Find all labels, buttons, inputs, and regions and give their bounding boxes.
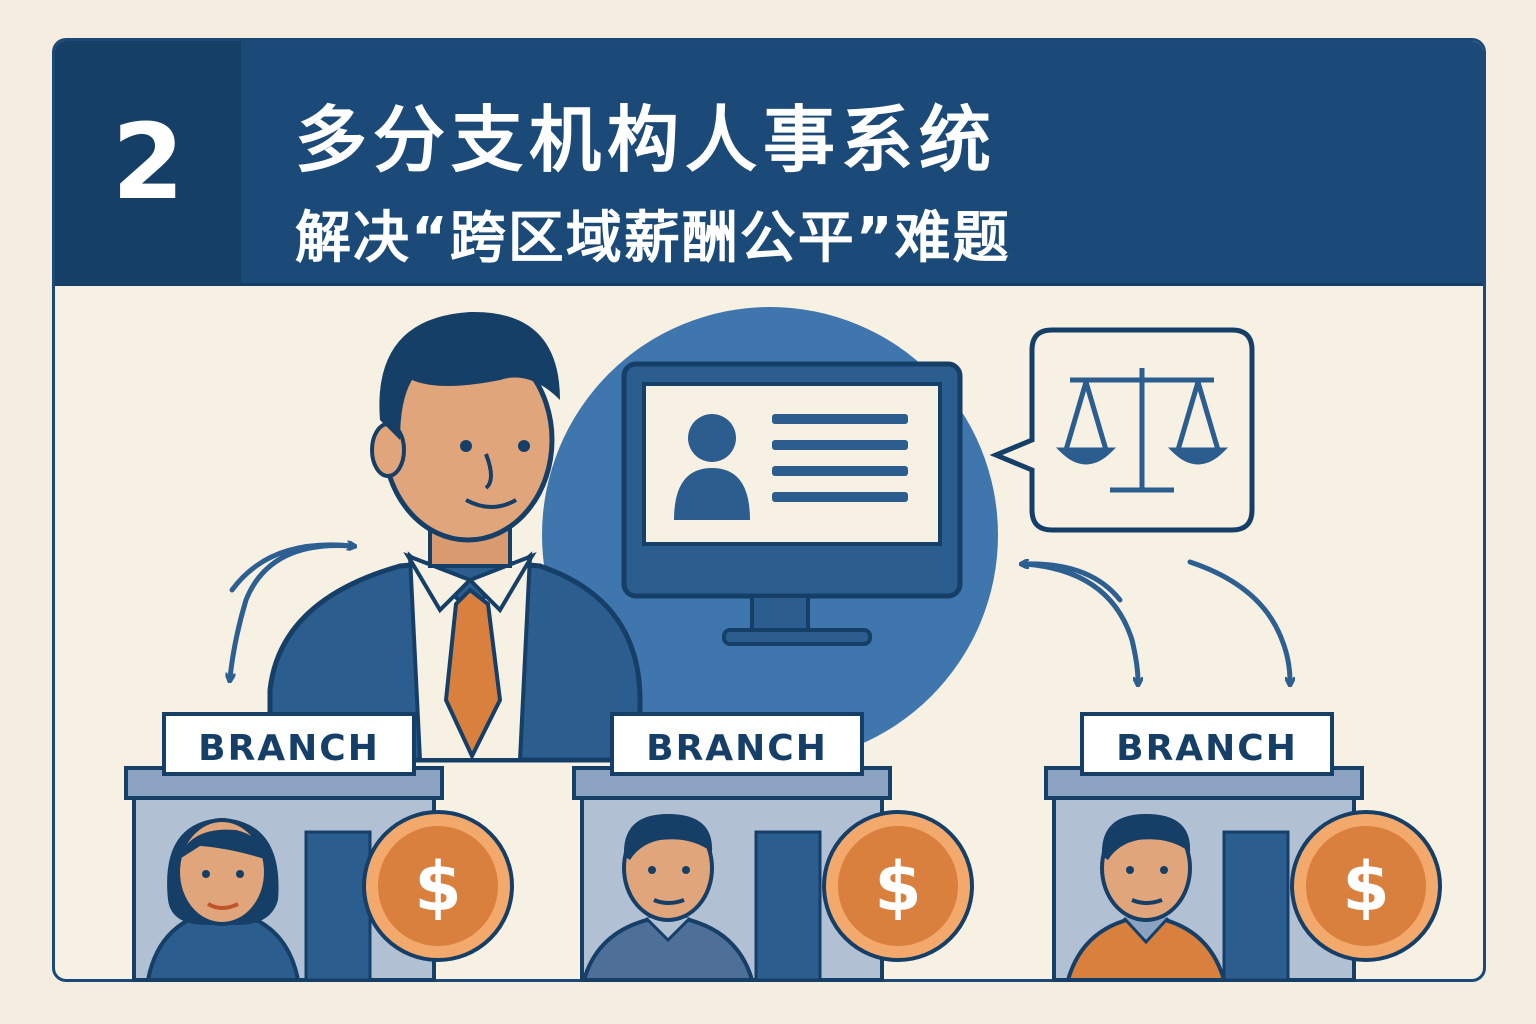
arrow-icon — [1021, 561, 1138, 682]
currency-symbol: $ — [874, 848, 921, 927]
branch-sign-label: BRANCH — [198, 728, 380, 769]
currency-symbol: $ — [414, 848, 461, 927]
balance-scale-icon — [1055, 368, 1229, 493]
branch-sign — [610, 712, 864, 776]
branch-3: BRANCH $ — [1044, 712, 1442, 982]
step-number: 2 — [111, 101, 185, 223]
step-number-box: 2 — [55, 41, 241, 283]
branch-sign — [162, 712, 416, 776]
branch-sign — [1080, 712, 1334, 776]
title-line-1: 多分支机构人事系统 — [295, 98, 998, 182]
currency-symbol: $ — [1342, 848, 1389, 927]
employee-avatar — [1065, 814, 1227, 982]
header-banner: 2 多分支机构人事系统 解决“跨区域薪酬公平”难题 — [55, 41, 1483, 286]
title-line-2: 解决“跨区域薪酬公平”难题 — [295, 206, 1011, 271]
branch-2: BRANCH $ — [572, 712, 974, 982]
employee-avatar — [145, 818, 301, 982]
manager-illustration — [267, 311, 643, 763]
branch-sign-label: BRANCH — [1116, 728, 1298, 769]
arrow-icon — [229, 545, 352, 593]
branch-1: BRANCH $ — [124, 712, 514, 982]
arrow-icon — [1187, 559, 1290, 682]
employee-avatar — [581, 814, 755, 982]
arrow-icon — [1024, 564, 1123, 603]
coin-dollar-icon: $ — [822, 810, 974, 962]
coin-dollar-icon: $ — [1290, 810, 1442, 962]
profile-card-icon — [674, 414, 908, 520]
coin-dollar-icon: $ — [362, 810, 514, 962]
branch-sign-label: BRANCH — [646, 728, 828, 769]
balance-scale-bubble — [989, 327, 1255, 533]
